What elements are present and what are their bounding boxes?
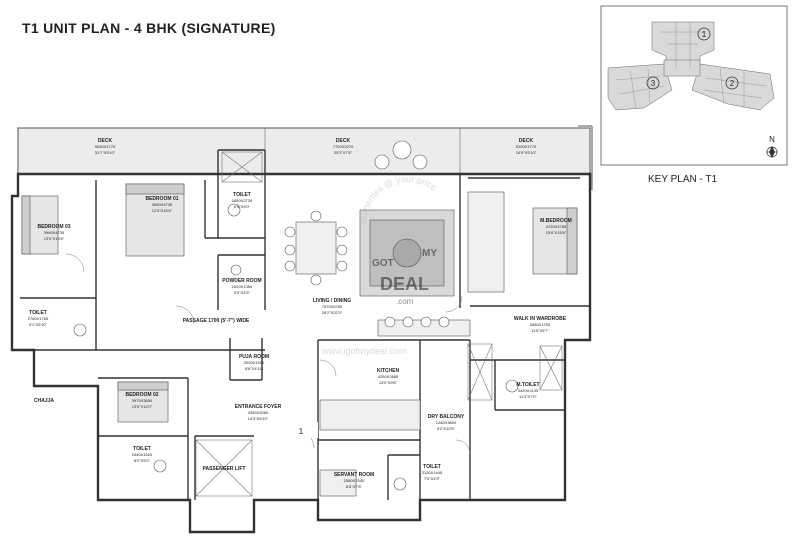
north-arrow-icon [766,146,778,158]
deck-right-dims: 5100X1770 [516,144,537,149]
deck-strip [17,125,593,190]
m-bedroom-label: M.BEDROOM [540,218,572,224]
walk-in-wardrobe-dims: 3480X1700 [530,322,551,327]
servant-room-dims: 2580X2340 [344,478,365,483]
m-toilet-label: M.TOILET [516,382,539,388]
living-dining-dims: 7970X6780 [322,304,343,309]
dry-balcony-label: DRY BALCONY [428,414,465,420]
bedroom-01-label: BEDROOM 01 [145,196,178,202]
deck-right-label: DECK [519,138,534,144]
powder-room-imperial: 5'0"X4'5" [234,290,251,295]
tower-2-label: 2 [730,79,735,88]
bedroom-01-dims: 3650X4735 [152,202,173,207]
key-plan-caption: KEY PLAN - T1 [648,174,718,185]
toilet-top-imperial: 5'5"X9'0" [234,204,251,209]
powder-room-dims: 1520X1350 [232,284,253,289]
furniture [21,183,578,497]
toilet-servant-imperial: 7'0"X4'9" [424,476,441,481]
entry-marker-label: 1 [299,427,304,436]
deck-left-label: DECK [98,138,113,144]
kitchen-imperial: 14'0"X9'6" [379,380,398,385]
toilet-left-imperial: 9'1"X5'10" [29,322,48,327]
toilet-bottom-dims: 2440X1520 [132,452,153,457]
deck-right-imperial: 16'9"X5'10" [516,150,537,155]
passenger-lift-label: PASSENGER LIFT [203,466,246,472]
bedroom-03-label: BEDROOM 03 [37,224,70,230]
kitchen-label: KITCHEN [377,368,400,374]
m-bedroom-imperial: 15'6"X15'8" [546,230,567,235]
toilet-left-dims: 2760X1765 [28,316,49,321]
toilet-bottom-imperial: 8'0"X5'0" [134,458,151,463]
m-bedroom-dims: 4720X4755 [546,224,567,229]
living-dining-imperial: 26'2"X22'3" [322,310,343,315]
puja-room-label: PUJA ROOM [239,354,269,360]
walk-in-wardrobe-imperial: 11'5"X5'7" [531,328,549,333]
interior-walls [20,149,590,500]
toilet-top-dims: 1650X2735 [232,198,253,203]
watermark-deal: DEAL [380,274,429,294]
passage-label: PASSAGE 1700 (5'-7") WIDE [183,318,250,324]
dry-balcony-imperial: 4'2"X12'6" [437,426,456,431]
living-dining-label: LIVING / DINING [313,298,351,304]
dry-balcony-dims: 1280X3800 [436,420,457,425]
deck-center-label: DECK [336,138,351,144]
toilet-servant-dims: 2130X1445 [422,470,443,475]
toilet-bottom-label: TOILET [133,446,151,452]
key-plan: 1 3 2 N [600,5,788,166]
walk-in-wardrobe-label: WALK IN WARDROBE [514,316,567,322]
toilet-top-label: TOILET [233,192,251,198]
entry-marker [288,422,318,438]
tower-3-label: 3 [651,79,656,88]
watermark-url: www.igotmydeal.com [321,346,407,356]
toilet-servant-label: TOILET [423,464,441,470]
watermark-got: GOT [372,258,394,269]
servant-room-label: SERVANT ROOM [334,472,374,478]
entrance-foyer-dims: 4350X2080 [248,410,269,415]
m-toilet-imperial: 11'3"X7'0" [519,394,537,399]
bedroom-02-dims: 3975X3650 [132,398,153,403]
deck-center-dims: 7700X2270 [333,144,354,149]
north-label: N [769,135,775,144]
plan-title: T1 UNIT PLAN - 4 BHK (SIGNATURE) [22,20,276,36]
chairs [73,140,519,491]
servant-room-imperial: 8'6"X7'8" [346,484,363,489]
kitchen-dims: 4250X2885 [378,374,399,379]
toilet-left-label: TOILET [29,310,47,316]
entrance-foyer-imperial: 14'3"X6'10" [248,416,269,421]
deck-center-imperial: 25'3"X7'5" [334,150,353,155]
tower-1-label: 1 [702,30,707,39]
bedroom-03-dims: 3960X4735 [44,230,65,235]
watermark-my: MY [422,248,437,259]
bedroom-02-label: BEDROOM 02 [125,392,158,398]
entrance-foyer-label: ENTRANCE FOYER [235,404,282,410]
m-toilet-dims: 3420X2135 [518,388,539,393]
chajja-label: CHAJJA [34,398,54,404]
bedroom-03-imperial: 13'0"X15'6" [44,236,65,241]
puja-room-dims: 2000X1500 [244,360,265,365]
powder-room-label: POWDER ROOM [222,278,261,284]
bedroom-01-imperial: 12'0"X15'6" [152,208,173,213]
room-labels: DECK 9630X1770 31'7"X5'10" DECK 7700X227… [28,138,572,489]
deck-left-imperial: 31'7"X5'10" [95,150,116,155]
watermark-com: .com [396,297,414,306]
puja-room-imperial: 6'6"X4'11" [245,366,263,371]
deck-left-dims: 9630X1770 [95,144,116,149]
lift-shaft [195,151,563,497]
bedroom-02-imperial: 13'0"X12'0" [132,404,153,409]
